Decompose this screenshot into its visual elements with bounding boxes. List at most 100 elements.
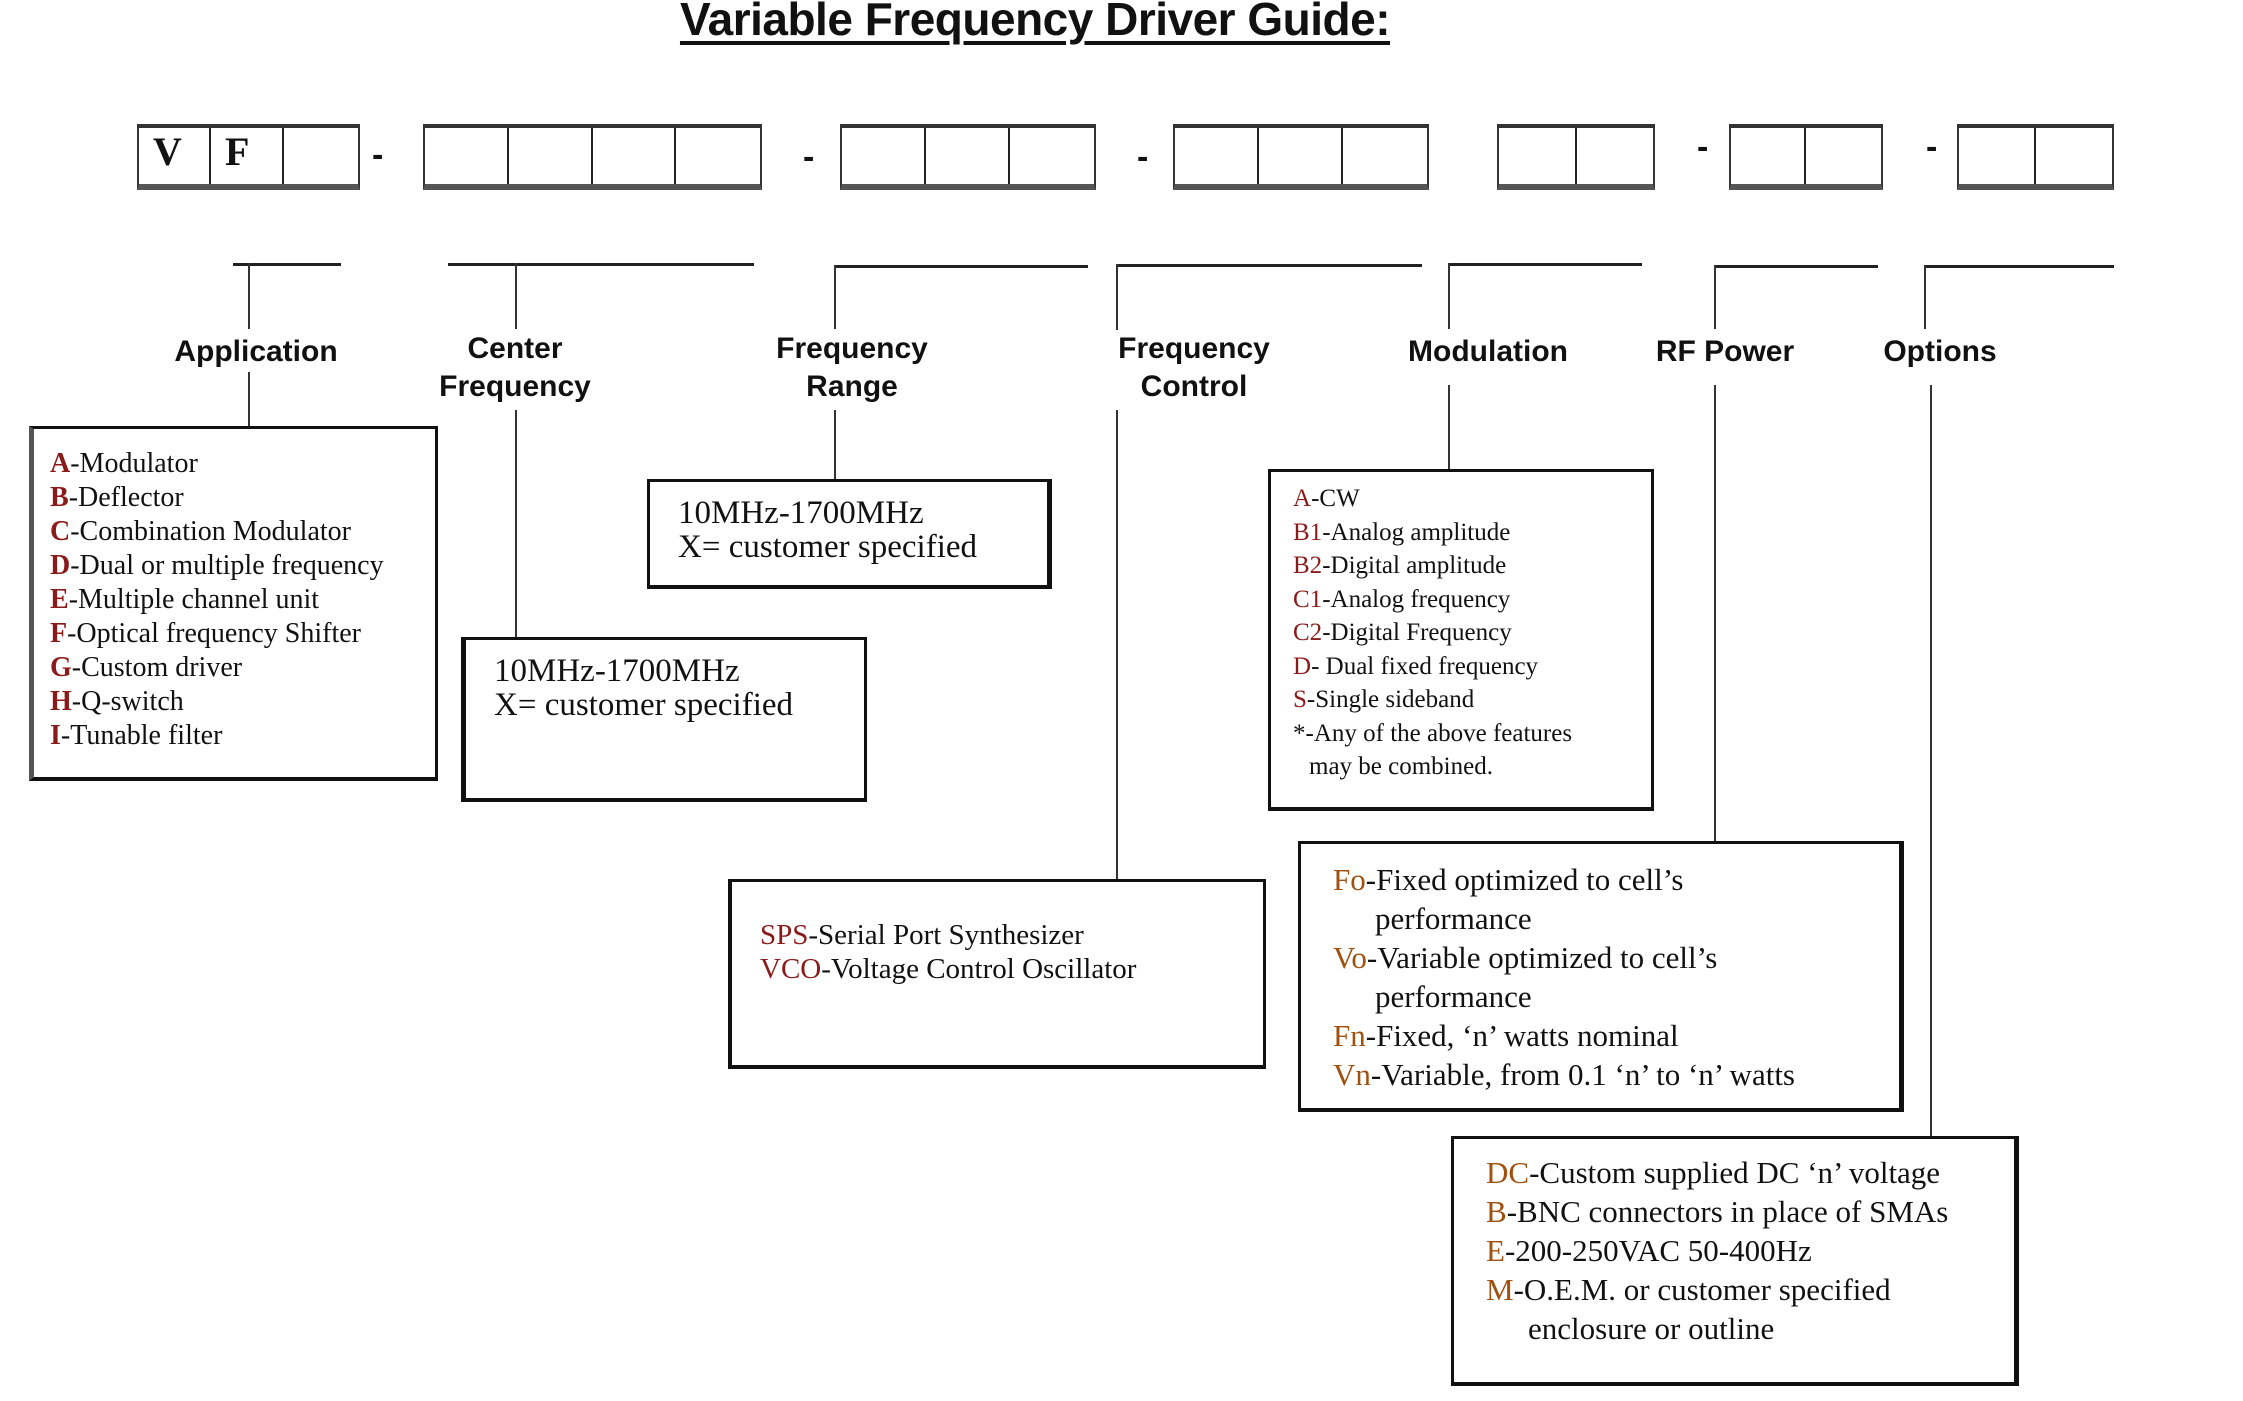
- application-description: -Q-switch: [71, 686, 184, 717]
- application-item: I-Tunable filter: [50, 719, 435, 753]
- label-line: Center: [467, 332, 563, 365]
- application-code: I: [50, 720, 61, 751]
- code-cell: [1343, 128, 1427, 184]
- code-group-center-frequency: [423, 124, 762, 190]
- label-center-frequency: Center Frequency: [415, 330, 615, 406]
- modulation-description: -Analog frequency: [1322, 585, 1511, 613]
- code-group-frequency-control: [1173, 124, 1429, 190]
- code-group-frequency-range: [840, 124, 1096, 190]
- frequency-range-box: 10MHz-1700MHz X= customer specified: [647, 479, 1052, 589]
- connector-line: [248, 372, 250, 428]
- modulation-description: -CW: [1311, 485, 1360, 512]
- options-description: -Custom supplied DC ‘n’ voltage: [1529, 1155, 1941, 1190]
- label-options: Options: [1850, 333, 2030, 371]
- application-item: H-Q-switch: [50, 685, 435, 719]
- code-group-rf-power: [1729, 124, 1883, 190]
- code-cell: [1010, 128, 1094, 184]
- code-cell: [676, 128, 760, 184]
- code-cell: [926, 128, 1010, 184]
- label-line: Frequency: [1118, 332, 1270, 365]
- bracket-line: [1116, 264, 1422, 267]
- connector-line: [1116, 264, 1118, 330]
- rf-power-description: -Variable optimized to cell’s: [1366, 940, 1718, 975]
- options-code: M: [1486, 1272, 1514, 1307]
- rf-power-item: Vn-Variable, from 0.1 ‘n’ to ‘n’ watts: [1333, 1055, 1899, 1094]
- rf-power-item: Vo-Variable optimized to cell’s: [1333, 938, 1899, 977]
- options-code: DC: [1486, 1155, 1530, 1190]
- application-description: -Optical frequency Shifter: [67, 618, 361, 649]
- application-code: C: [50, 516, 71, 547]
- connector-line: [1714, 265, 1716, 329]
- code-cell: [425, 128, 509, 184]
- code-cell: F: [211, 128, 284, 184]
- application-item: A-Modulator: [50, 447, 435, 481]
- modulation-code: D: [1293, 652, 1312, 680]
- rf-power-description-continued: performance: [1375, 979, 1532, 1014]
- rf-power-description: -Fixed, ‘n’ watts nominal: [1365, 1018, 1679, 1053]
- options-description: -200-250VAC 50-400Hz: [1504, 1233, 1812, 1268]
- label-line: Frequency: [776, 332, 928, 365]
- page-title: Variable Frequency Driver Guide:: [679, 0, 1391, 45]
- code-cell: [284, 128, 358, 184]
- label-line: Control: [1140, 370, 1248, 403]
- frequency-control-code: VCO: [760, 953, 822, 985]
- code-cell: [593, 128, 676, 184]
- code-cell: [1731, 128, 1806, 184]
- label-modulation: Modulation: [1388, 333, 1588, 371]
- code-cell: [1959, 128, 2036, 184]
- connector-line: [1924, 265, 1926, 329]
- bracket-line: [834, 265, 1088, 268]
- code-cell: [509, 128, 593, 184]
- label-line: Range: [806, 370, 898, 403]
- options-code: E: [1486, 1233, 1505, 1268]
- connector-line: [834, 410, 836, 480]
- options-item: DC-Custom supplied DC ‘n’ voltage: [1486, 1153, 2014, 1192]
- center-frequency-line: 10MHz-1700MHz: [494, 653, 740, 689]
- code-cell: [1499, 128, 1577, 184]
- application-item: D-Dual or multiple frequency: [50, 549, 435, 583]
- separator-dash: -: [1137, 138, 1149, 176]
- code-cell: [1175, 128, 1259, 184]
- label-line: Application: [174, 335, 338, 368]
- modulation-code: C2: [1293, 619, 1323, 646]
- frequency-control-item: VCO-Voltage Control Oscillator: [760, 952, 1263, 986]
- separator-dash: -: [1926, 128, 1938, 166]
- label-frequency-range: Frequency Range: [752, 330, 952, 406]
- application-item: C-Combination Modulator: [50, 515, 435, 549]
- modulation-code: S: [1293, 686, 1307, 713]
- options-item: M-O.E.M. or customer specified: [1486, 1270, 2014, 1309]
- code-group-options: [1957, 124, 2114, 190]
- code-cell: [1806, 128, 1881, 184]
- code-cell: [2036, 128, 2112, 184]
- modulation-item: B2-Digital amplitude: [1293, 549, 1651, 583]
- connector-line: [1116, 410, 1118, 880]
- bracket-line: [1714, 265, 1878, 268]
- modulation-description: -Single sideband: [1306, 686, 1475, 713]
- code-cell: [1577, 128, 1653, 184]
- options-item: B-BNC connectors in place of SMAs: [1486, 1192, 2014, 1231]
- application-description: -Modulator: [70, 448, 198, 479]
- code-group-application: V F: [137, 124, 360, 190]
- label-line: Frequency: [439, 370, 591, 403]
- modulation-item: B1-Analog amplitude: [1293, 516, 1651, 550]
- modulation-item: C2-Digital Frequency: [1293, 616, 1651, 650]
- label-frequency-control: Frequency Control: [1094, 330, 1294, 406]
- rf-power-code: Fn: [1333, 1018, 1366, 1053]
- frequency-range-line: X= customer specified: [678, 529, 978, 565]
- separator-dash: -: [803, 138, 815, 176]
- frequency-range-line: 10MHz-1700MHz: [678, 495, 924, 531]
- code-group-modulation: [1497, 124, 1655, 190]
- connector-line: [515, 263, 517, 329]
- modulation-description: -Analog amplitude: [1322, 518, 1511, 546]
- frequency-control-code: SPS: [760, 919, 809, 951]
- options-code: B: [1486, 1194, 1507, 1229]
- application-code: H: [50, 686, 72, 717]
- application-code: A: [50, 448, 71, 479]
- application-item: E-Multiple channel unit: [50, 583, 435, 617]
